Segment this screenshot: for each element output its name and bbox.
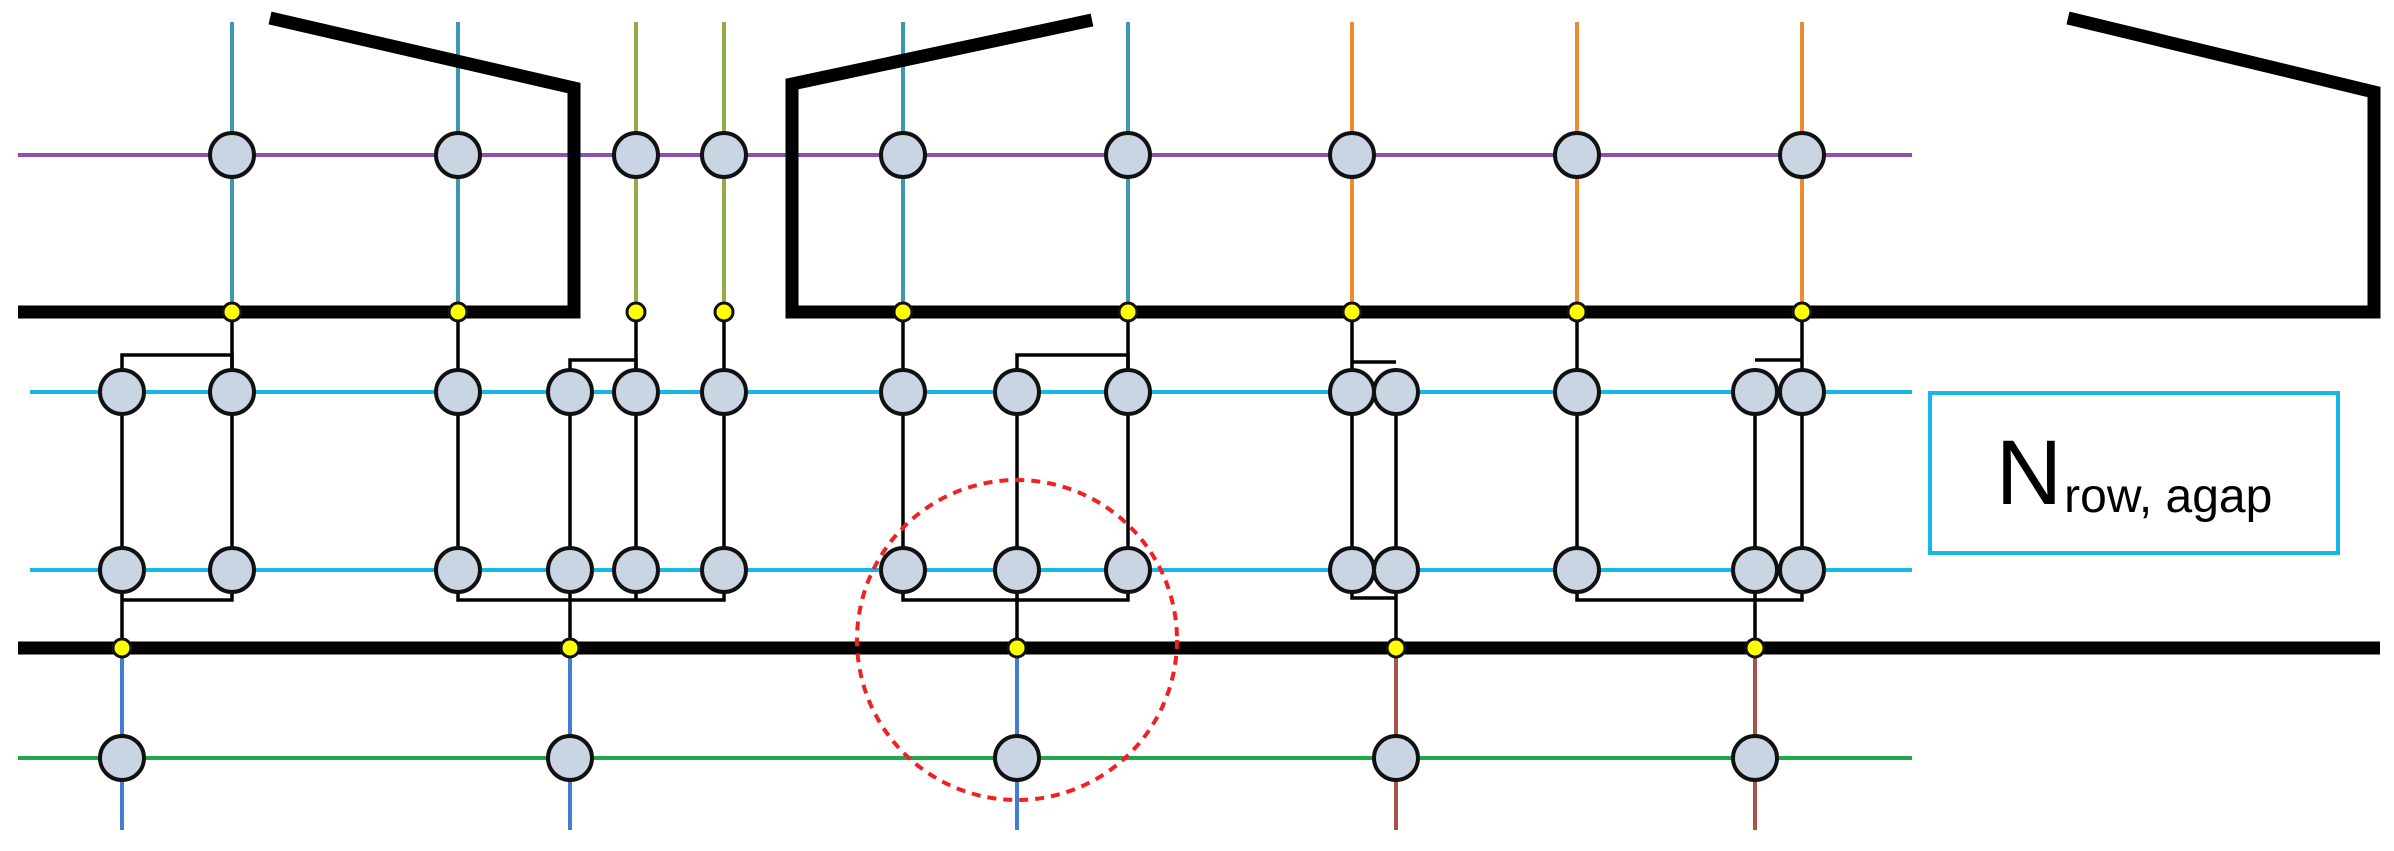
node-green-row [98,734,146,782]
node-cyan-upper-row [1104,368,1152,416]
highlight-dashed-circle [855,478,1179,802]
node-cyan-lower-row [1328,546,1376,594]
node-cyan-lower-row [1553,546,1601,594]
junction-dot [447,301,469,323]
node-cyan-lower-row [1778,546,1826,594]
yellow-junctions [111,301,1813,659]
node-cyan-upper-row [1372,368,1420,416]
node-cyan-upper-row [1731,368,1779,416]
node-cyan-lower-row [546,546,594,594]
upper-wall-left [18,11,581,319]
node-purple-row [1328,131,1376,179]
node-purple-row [1778,131,1826,179]
junction-dot [221,301,243,323]
node-cyan-upper-row [1553,368,1601,416]
node-purple-row [612,131,660,179]
node-green-row [993,734,1041,782]
junction-dot [1385,637,1407,659]
node-cyan-lower-row [1372,546,1420,594]
junction-dot [559,637,581,659]
junction-dot [1117,301,1139,323]
junction-dot [1566,301,1588,323]
node-cyan-upper-row [98,368,146,416]
wiring-links [120,312,1804,648]
label-main-text: N [1995,422,2063,524]
node-cyan-upper-row [993,368,1041,416]
junction-dot [111,637,133,659]
node-cyan-lower-row [434,546,482,594]
node-green-row [546,734,594,782]
node-cyan-lower-row [208,546,256,594]
junction-dot [1744,637,1766,659]
node-cyan-upper-row [612,368,660,416]
node-cyan-upper-row [700,368,748,416]
node-cyan-upper-row [208,368,256,416]
node-cyan-upper-row [1778,368,1826,416]
node-cyan-upper-row [546,368,594,416]
junction-dot [625,301,647,323]
node-cyan-lower-row [700,546,748,594]
node-purple-row [879,131,927,179]
node-purple-row [434,131,482,179]
junction-dot [892,301,914,323]
node-cyan-lower-row [879,546,927,594]
node-cyan-lower-row [1731,546,1779,594]
lattice-nodes [98,131,1826,782]
node-purple-row [700,131,748,179]
node-cyan-lower-row [98,546,146,594]
node-green-row [1372,734,1420,782]
node-green-row [1731,734,1779,782]
node-purple-row [1104,131,1152,179]
junction-dot [713,301,735,323]
node-cyan-upper-row [434,368,482,416]
node-purple-row [1553,131,1601,179]
junction-dot [1341,301,1363,323]
node-cyan-lower-row [1104,546,1152,594]
node-purple-row [208,131,256,179]
node-cyan-upper-row [1328,368,1376,416]
junction-dot [1791,301,1813,323]
node-cyan-lower-row [612,546,660,594]
colored-grid-lines [18,22,1912,830]
label-subscript: row, agap [2064,470,2273,523]
junction-dot [1006,637,1028,659]
node-cyan-upper-row [879,368,927,416]
highlight-overlay [855,478,1179,802]
node-cyan-lower-row [993,546,1041,594]
